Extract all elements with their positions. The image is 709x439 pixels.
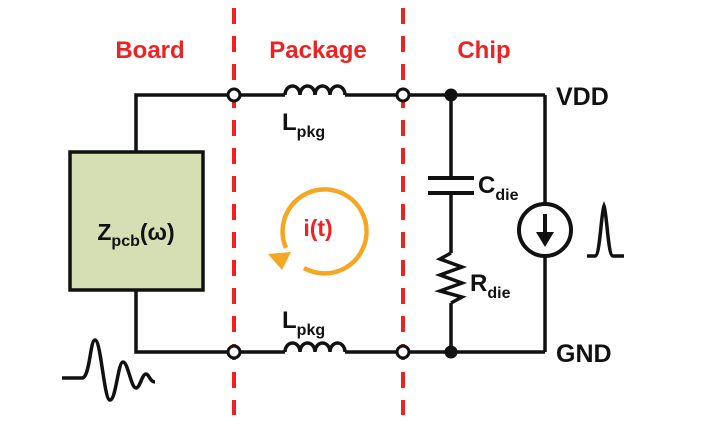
resistor-rdie [434, 251, 468, 305]
zpcb-label: Zpcb(ω) [97, 219, 174, 250]
terminals [226, 87, 411, 360]
terminal-top-left [226, 87, 242, 103]
region-label-board: Board [115, 37, 184, 64]
inductor-bottom [283, 341, 347, 353]
loop-arrowhead-icon [268, 252, 291, 270]
terminal-bottom-right [395, 344, 411, 360]
gnd-label: GND [556, 340, 612, 368]
current-pulse-icon [587, 200, 624, 258]
region-label-package: Package [269, 37, 366, 64]
rdie-label: Rdie [470, 270, 511, 302]
lpkg-top-label: Lpkg [282, 109, 325, 141]
junction-top [444, 88, 458, 102]
noise-waveform-icon [62, 338, 156, 402]
inductor-top [283, 84, 347, 96]
region-label-chip: Chip [457, 37, 510, 64]
vdd-label: VDD [556, 83, 609, 111]
lpkg-bottom-label: Lpkg [282, 307, 325, 339]
wires [134, 93, 547, 354]
current-label: i(t) [303, 215, 332, 241]
impedance-box [68, 150, 205, 292]
capacitor-cdie [428, 176, 474, 195]
junction-bottom [444, 345, 458, 359]
current-loop-arrow [280, 187, 369, 276]
terminal-top-right [395, 87, 411, 103]
terminal-bottom-left [226, 344, 242, 360]
cdie-label: Cdie [478, 172, 519, 204]
current-source-down-arrow-icon [517, 202, 573, 258]
